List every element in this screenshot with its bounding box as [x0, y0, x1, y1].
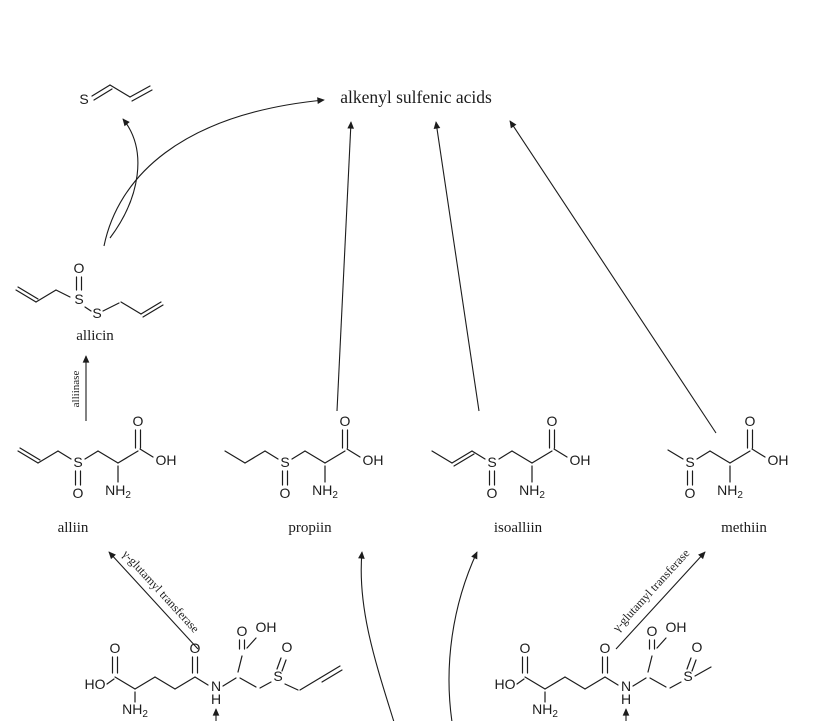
atom-label-oh: OH	[256, 619, 277, 635]
arrow-allicin-to-sulfenic-acids	[103, 97, 325, 247]
atom-label-nh2: NH2	[532, 701, 558, 720]
atom-label-h: H	[211, 691, 221, 707]
atom-label-s: S	[74, 291, 83, 307]
propiin-structure: S O NH2 O OH propiin	[224, 413, 384, 536]
methiin-structure: S O NH2 O OH methiin	[667, 413, 789, 536]
atom-label-o: O	[547, 413, 558, 429]
atom-label-s: S	[280, 454, 289, 470]
atom-label-oh: OH	[768, 452, 789, 468]
atom-label-oh: OH	[570, 452, 591, 468]
atom-label-o: O	[520, 640, 531, 656]
atom-label-o: O	[600, 640, 611, 656]
atom-label-oh: OH	[156, 452, 177, 468]
atom-label-s: S	[487, 454, 496, 470]
atom-label-o: O	[237, 623, 248, 639]
ggt-arrow-left	[108, 551, 199, 650]
atom-label-o: O	[74, 260, 85, 276]
atom-label-s: S	[79, 91, 88, 107]
atom-label-nh2: NH2	[717, 482, 743, 501]
atom-label-ho: HO	[85, 676, 106, 692]
compound-label-methiin: methiin	[721, 520, 767, 536]
atom-label-o: O	[340, 413, 351, 429]
atom-label-o: O	[745, 413, 756, 429]
atom-label-nh2: NH2	[519, 482, 545, 501]
arrow-allicin-to-thioacrolein	[109, 118, 139, 239]
atom-label-o: O	[280, 485, 291, 501]
compound-label-propiin: propiin	[288, 520, 332, 536]
arrow-isoalliin-to-sulfenic-acids	[433, 121, 480, 412]
enzyme-label-ggt-left: γ-glutamyl transferase	[119, 546, 202, 635]
atom-label-o: O	[110, 640, 121, 656]
compound-label-allicin: allicin	[76, 328, 114, 344]
atom-label-ho: HO	[495, 676, 516, 692]
alliin-structure: S O NH2 O OH alliin	[17, 413, 177, 536]
atom-label-h: H	[621, 691, 631, 707]
isoalliin-structure: S O NH2 O OH isoalliin	[431, 413, 591, 536]
arrow-methiin-to-sulfenic-acids	[509, 120, 717, 434]
atom-label-o: O	[692, 639, 703, 655]
atom-label-nh2: NH2	[312, 482, 338, 501]
gamma-glutamyl-cysteine-conjugate-left: HO O NH2 O N H O OH S O	[85, 619, 343, 720]
compound-label-alliin: alliin	[58, 520, 89, 536]
atom-label-oh: OH	[666, 619, 687, 635]
curved-arrow-to-isoalliin	[448, 551, 478, 721]
atom-label-o: O	[133, 413, 144, 429]
atom-label-o: O	[487, 485, 498, 501]
atom-label-o: O	[190, 640, 201, 656]
gamma-glutamyl-cysteine-conjugate-right: HO O NH2 O N H O OH S O	[495, 619, 712, 720]
enzyme-label-alliinase: alliinase	[70, 371, 82, 408]
atom-label-o: O	[73, 485, 84, 501]
curved-arrow-to-propiin	[358, 551, 395, 721]
atom-label-nh2: NH2	[105, 482, 131, 501]
atom-label-nh2: NH2	[122, 701, 148, 720]
thioacrolein-structure: S	[79, 84, 153, 107]
arrow-propiin-to-sulfenic-acids	[336, 121, 355, 412]
atom-label-n: N	[211, 678, 221, 694]
atom-label-oh: OH	[363, 452, 384, 468]
atom-label-s: S	[685, 454, 694, 470]
ggt-arrow-right	[615, 551, 706, 650]
allicin-structure: O S S allicin	[15, 260, 164, 344]
atom-label-s: S	[683, 668, 692, 684]
atom-label-n: N	[621, 678, 631, 694]
atom-label-s: S	[92, 305, 101, 321]
atom-label-o: O	[282, 639, 293, 655]
atom-label-o: O	[647, 623, 658, 639]
atom-label-s: S	[273, 668, 282, 684]
compound-label-isoalliin: isoalliin	[494, 520, 543, 536]
atom-label-o: O	[685, 485, 696, 501]
atom-label-s: S	[73, 454, 82, 470]
headline-alkenyl-sulfenic-acids: alkenyl sulfenic acids	[340, 87, 492, 107]
